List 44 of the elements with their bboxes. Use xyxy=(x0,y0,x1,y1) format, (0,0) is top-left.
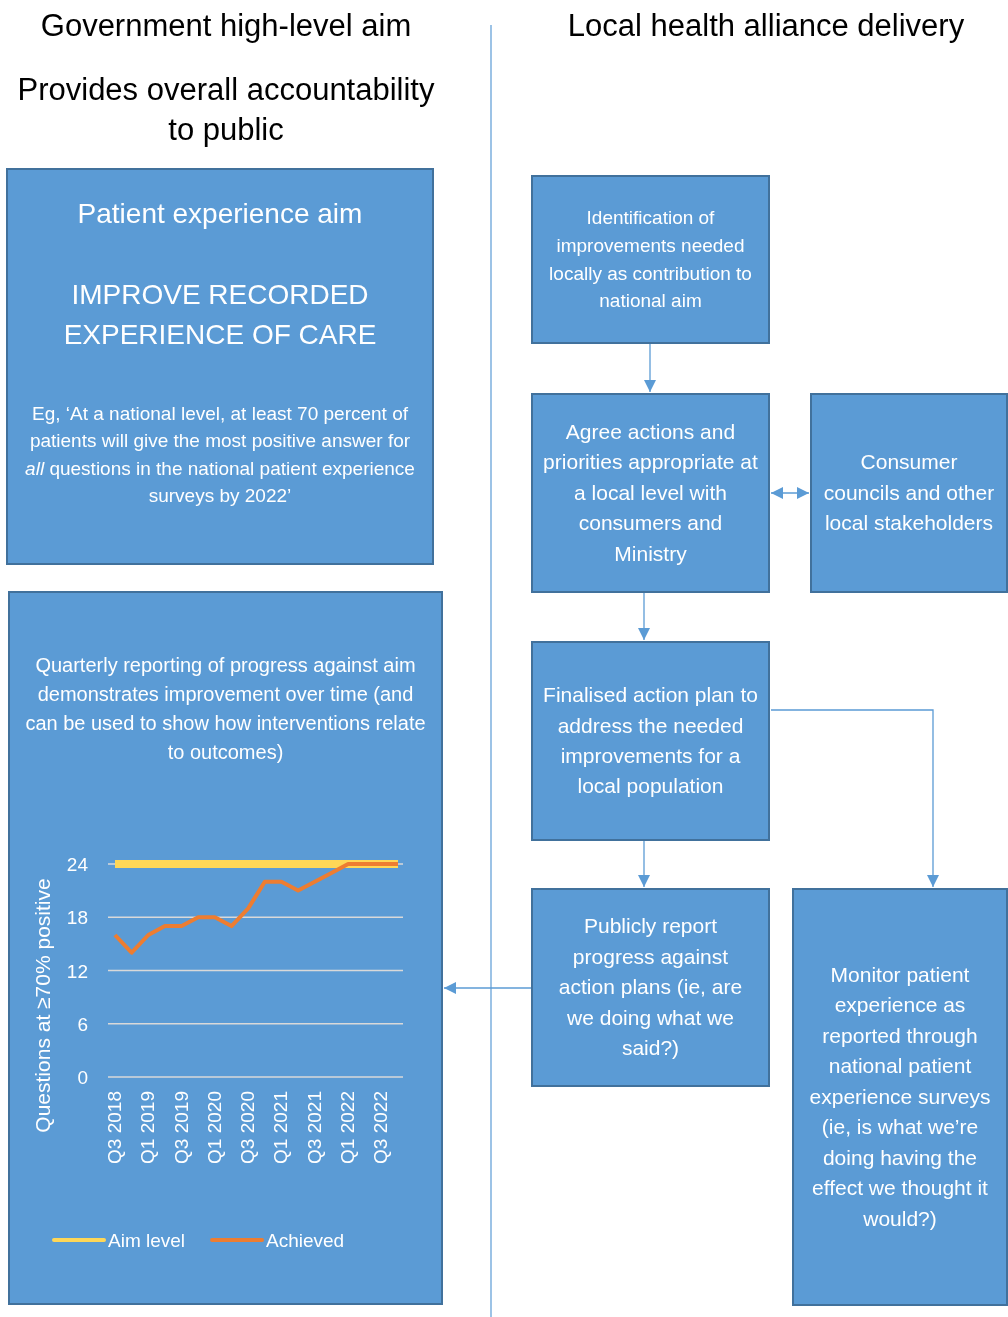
box-text: Consumer councils and other local stakeholders xyxy=(822,449,996,537)
legend-label: Aim level xyxy=(108,1230,186,1251)
legend-label: Achieved xyxy=(266,1230,345,1251)
box-text: Identification of improvements needed locally as contribution to national aim xyxy=(548,206,753,314)
column-heading: Government high-level aim xyxy=(40,8,412,44)
box-text: Eg, ‘At a national level, at least 70 percent of patients will give the most positive answer for all questions in the national patient experience surveys by 2022’ xyxy=(24,401,416,509)
axis-tick-label: 12 xyxy=(66,960,88,982)
box-text: Finalised action plan to address the needed improvements for a local population xyxy=(543,682,758,800)
process-box xyxy=(531,641,770,841)
column-heading: Local health alliance delivery xyxy=(567,8,965,44)
process-box xyxy=(531,393,770,593)
box-text: Monitor patient experience as reported through national patient experience surveys (ie, is what we’re doing having the effect we thought it would?) xyxy=(808,962,992,1232)
process-box xyxy=(792,888,1008,1306)
axis-tick-label: Q3 2022 xyxy=(370,1091,392,1164)
arrow xyxy=(638,592,650,641)
arrow xyxy=(443,982,532,994)
box-text: Publicly report progress against action plans (ie, are we doing what we said?) xyxy=(557,913,744,1062)
axis-tick-label: 24 xyxy=(66,854,88,875)
axis-tick-label: Q3 2019 xyxy=(170,1091,192,1164)
box-text: Agree actions and priorities appropriate at a local level with consumers and Ministry xyxy=(543,418,758,567)
axis-tick-label: Q3 2018 xyxy=(104,1091,125,1164)
axis-tick-label: 18 xyxy=(66,907,88,929)
axis-tick-label: Q3 2020 xyxy=(237,1091,259,1164)
arrow xyxy=(638,840,650,888)
process-box xyxy=(531,175,770,344)
box-heading: Patient experience aim xyxy=(77,197,363,231)
process-box xyxy=(6,168,434,565)
axis-title: Questions at ≥70% positive xyxy=(31,878,54,1133)
arrow xyxy=(770,487,810,499)
axis-tick-label: Q3 2021 xyxy=(303,1091,325,1164)
axis-tick-label: Q1 2019 xyxy=(137,1091,159,1164)
arrow xyxy=(644,343,656,393)
process-box xyxy=(810,393,1008,593)
box-text: IMPROVE RECORDED EXPERIENCE OF CARE xyxy=(62,277,378,353)
process-box xyxy=(531,888,770,1087)
axis-tick-label: Q1 2020 xyxy=(203,1091,225,1164)
process-box xyxy=(8,591,443,1305)
axis-tick-label: Q1 2021 xyxy=(270,1091,292,1164)
axis-tick-label: Q1 2022 xyxy=(337,1091,359,1164)
axis-tick-label: 6 xyxy=(77,1013,88,1035)
box-text: Quarterly reporting of progress against aim demonstrates improvement over time (and can be used to show how interventions relate to outcomes) xyxy=(24,653,427,765)
axis-tick-label: 0 xyxy=(77,1067,88,1088)
subheading: Provides overall accountability to public xyxy=(16,71,436,150)
arrow xyxy=(770,709,939,888)
